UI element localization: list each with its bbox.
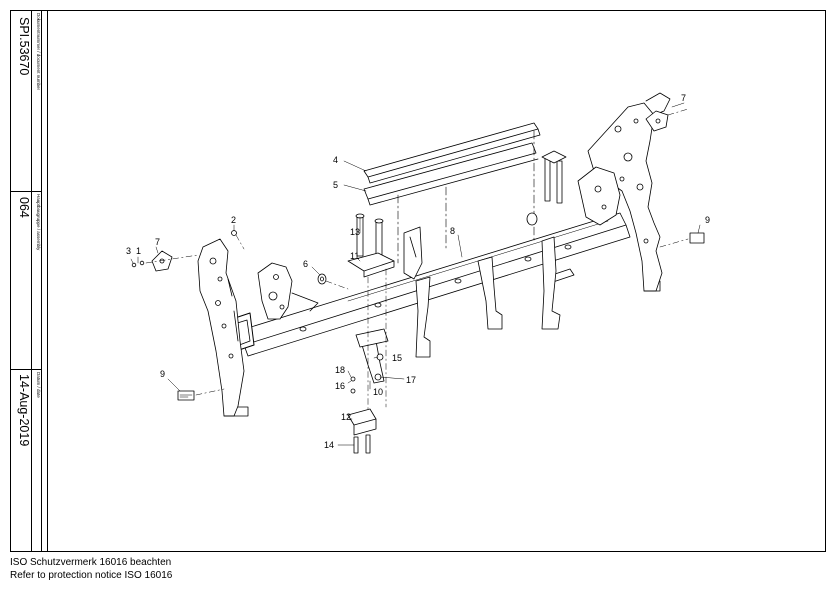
doc-number-label: Dokumentnummer / document number — [36, 13, 41, 91]
left-inner-bracket — [257, 262, 319, 320]
clamp-block — [347, 408, 377, 436]
callout-5: 5 — [333, 180, 338, 190]
callout-4: 4 — [333, 155, 338, 165]
right-small-plate — [645, 110, 669, 132]
callout-6: 6 — [303, 259, 308, 269]
drawing-sheet: Dokumentnummer / document number SPI.536… — [10, 10, 826, 552]
right-inner-bracket — [577, 166, 621, 226]
callout-12: 12 — [341, 412, 351, 422]
callout-1: 1 — [136, 246, 141, 256]
callout-15: 15 — [392, 353, 402, 363]
decal-lines — [179, 394, 193, 398]
callout-14: 14 — [324, 440, 334, 450]
lower-rail — [363, 142, 539, 206]
callout-18: 18 — [335, 365, 345, 375]
bolts-lower — [353, 434, 371, 454]
callout-labels: 1 2 3 4 5 6 7 7 8 9 9 10 11 12 13 14 15 … — [126, 93, 710, 450]
decal-left — [177, 390, 195, 401]
date-label: Datum / date — [36, 372, 41, 398]
exploded-assembly-drawing: 1 2 3 4 5 6 7 7 8 9 9 10 11 12 13 14 15 … — [126, 92, 710, 454]
hanger-legs — [355, 226, 561, 384]
left-fasteners — [131, 230, 237, 272]
callout-8: 8 — [450, 226, 455, 236]
leader-lines — [130, 102, 701, 446]
assembly-number: 064 — [17, 197, 31, 218]
stud-bolts — [347, 213, 395, 278]
callout-2: 2 — [231, 215, 236, 225]
callout-9-right: 9 — [705, 215, 710, 225]
top-rail — [363, 122, 541, 184]
protection-notice: ISO Schutzvermerk 16016 beachten Refer t… — [10, 556, 172, 582]
title-block: Dokumentnummer / document number SPI.536… — [11, 11, 42, 551]
title-block-margin-line — [47, 11, 48, 551]
callout-10: 10 — [373, 387, 383, 397]
callout-3: 3 — [126, 246, 131, 256]
explode-lines — [145, 108, 689, 410]
decal-right — [689, 232, 705, 244]
callout-7-right: 7 — [681, 93, 686, 103]
document-date: 14-Aug-2019 — [17, 374, 31, 447]
spacer-washer — [317, 273, 327, 285]
right-stud-bolts — [541, 150, 575, 284]
left-side-plate — [197, 238, 249, 417]
title-block-row-divider — [11, 191, 41, 192]
callout-13: 13 — [350, 227, 360, 237]
title-block-divider — [31, 11, 32, 551]
right-side-plate — [587, 92, 671, 292]
callout-9-left: 9 — [160, 369, 165, 379]
callout-11: 11 — [350, 251, 359, 261]
doc-number: SPI.53670 — [17, 17, 31, 76]
protection-notice-en: Refer to protection notice ISO 16016 — [10, 570, 173, 581]
title-block-row-divider — [11, 369, 41, 370]
assembly-label: Hauptbaugruppe / assembly — [36, 194, 41, 251]
small-fasteners — [350, 353, 384, 394]
callout-17: 17 — [406, 375, 416, 385]
spacer-washer-right — [526, 212, 538, 226]
callout-7-left: 7 — [155, 237, 160, 247]
callout-16: 16 — [335, 381, 345, 391]
protection-notice-de: ISO Schutzvermerk 16016 beachten — [10, 557, 172, 568]
